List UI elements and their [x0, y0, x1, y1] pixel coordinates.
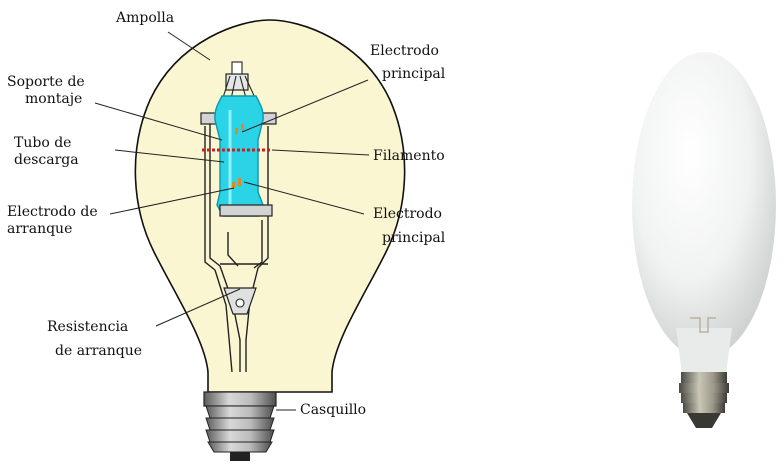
support-frame	[204, 120, 269, 373]
label-tubo-line2: descarga	[14, 152, 79, 168]
label-electrodo-principal-top-line1: Electrodo	[370, 43, 439, 59]
lamp-diagram: Ampolla Soporte de montaje Tubo de desca…	[7, 10, 446, 461]
photo-screw-base	[679, 372, 729, 428]
label-resistencia-line2: de arranque	[55, 343, 142, 359]
leader-lines	[94, 31, 370, 411]
starting-resistor	[223, 287, 257, 315]
lamp-photo	[632, 52, 776, 428]
label-electrodo-arranque-line2: arranque	[7, 221, 72, 237]
diagram-labels: Ampolla Soporte de montaje Tubo de desca…	[7, 10, 446, 418]
label-electrodo-principal-bottom-line1: Electrodo	[373, 206, 442, 222]
photo-glass-bulb	[632, 52, 776, 358]
label-electrodo-principal-top-line2: principal	[382, 66, 446, 82]
label-electrodo-principal-bottom-line2: principal	[382, 230, 446, 246]
photo-neck	[676, 328, 732, 374]
label-tubo-line1: Tubo de	[14, 135, 71, 151]
label-soporte-line1: Soporte de	[7, 74, 85, 90]
label-resistencia-line1: Resistencia	[47, 319, 128, 335]
label-soporte-line2: montaje	[25, 91, 82, 107]
label-electrodo-arranque-line1: Electrodo de	[7, 204, 98, 220]
label-casquillo: Casquillo	[300, 402, 366, 418]
discharge-tube	[214, 95, 264, 217]
screw-base	[203, 391, 277, 461]
label-ampolla: Ampolla	[115, 10, 174, 26]
lower-mount-plate	[219, 204, 273, 217]
label-filamento: Filamento	[373, 148, 445, 164]
